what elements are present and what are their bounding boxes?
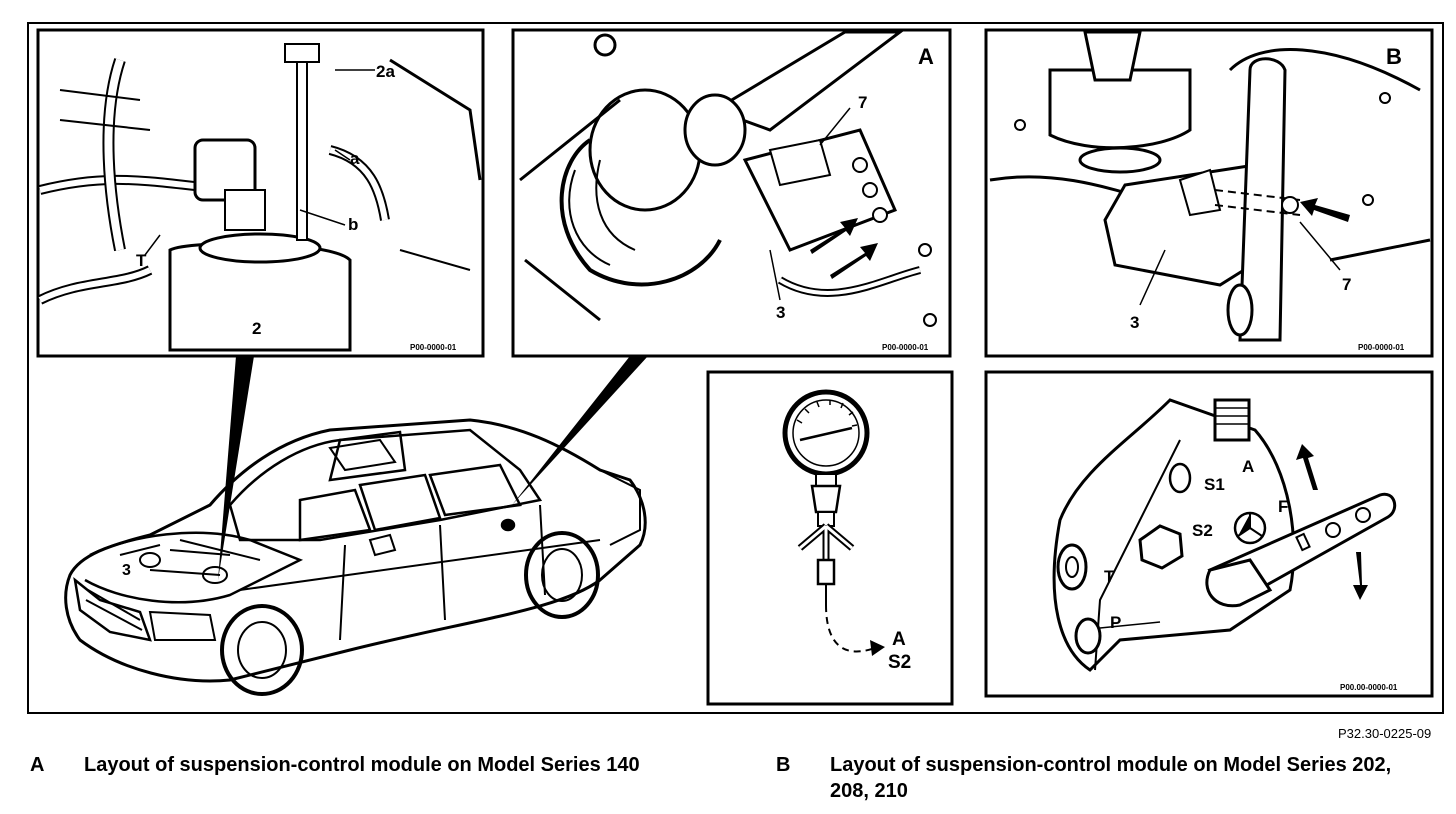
panel-letter-a: A: [918, 44, 934, 69]
gauge-label-s2: S2: [888, 652, 911, 673]
label-a: a: [350, 149, 360, 168]
label-t: T: [136, 251, 147, 270]
label-2a: 2a: [376, 62, 395, 81]
panel-top-right: [984, 28, 1434, 358]
label-7-b: 7: [1342, 275, 1351, 294]
label-b: b: [348, 215, 358, 234]
panel-code-top-right: P00-0000-01: [1358, 343, 1405, 352]
panel-letter-b: B: [1386, 44, 1402, 69]
valve-label-s1: S1: [1204, 475, 1225, 494]
figure-id: P32.30-0225-09: [1338, 726, 1432, 741]
valve-label-s2: S2: [1192, 521, 1213, 540]
valve-label-t: T: [1104, 567, 1115, 586]
valve-label-p: P: [1110, 613, 1121, 632]
label-7-a: 7: [858, 93, 867, 112]
panel-top-middle: [511, 28, 952, 505]
panel-gauge: [706, 370, 954, 706]
label-2: 2: [252, 319, 261, 338]
caption-a-text: Layout of suspension-control module on M…: [84, 754, 640, 776]
car-label-3: 3: [122, 562, 131, 579]
gauge-label-a: A: [892, 629, 906, 650]
label-3-a: 3: [776, 303, 785, 322]
outer-frame: [27, 22, 1444, 714]
valve-label-a: A: [1242, 457, 1254, 476]
caption-a-letter: A: [30, 754, 45, 776]
panel-valve: [984, 370, 1434, 698]
panel-code-top-left: P00-0000-01: [410, 343, 457, 352]
car-illustration: [64, 418, 647, 696]
panel-code-valve: P00.00-0000-01: [1340, 683, 1398, 692]
caption-b-letter: B: [776, 754, 791, 776]
valve-label-f: F: [1278, 497, 1288, 516]
panel-top-left: [36, 28, 485, 580]
label-3-b: 3: [1130, 313, 1139, 332]
panel-code-top-middle: P00-0000-01: [882, 343, 929, 352]
caption-b-text: Layout of suspension-control module on M…: [830, 754, 1392, 802]
